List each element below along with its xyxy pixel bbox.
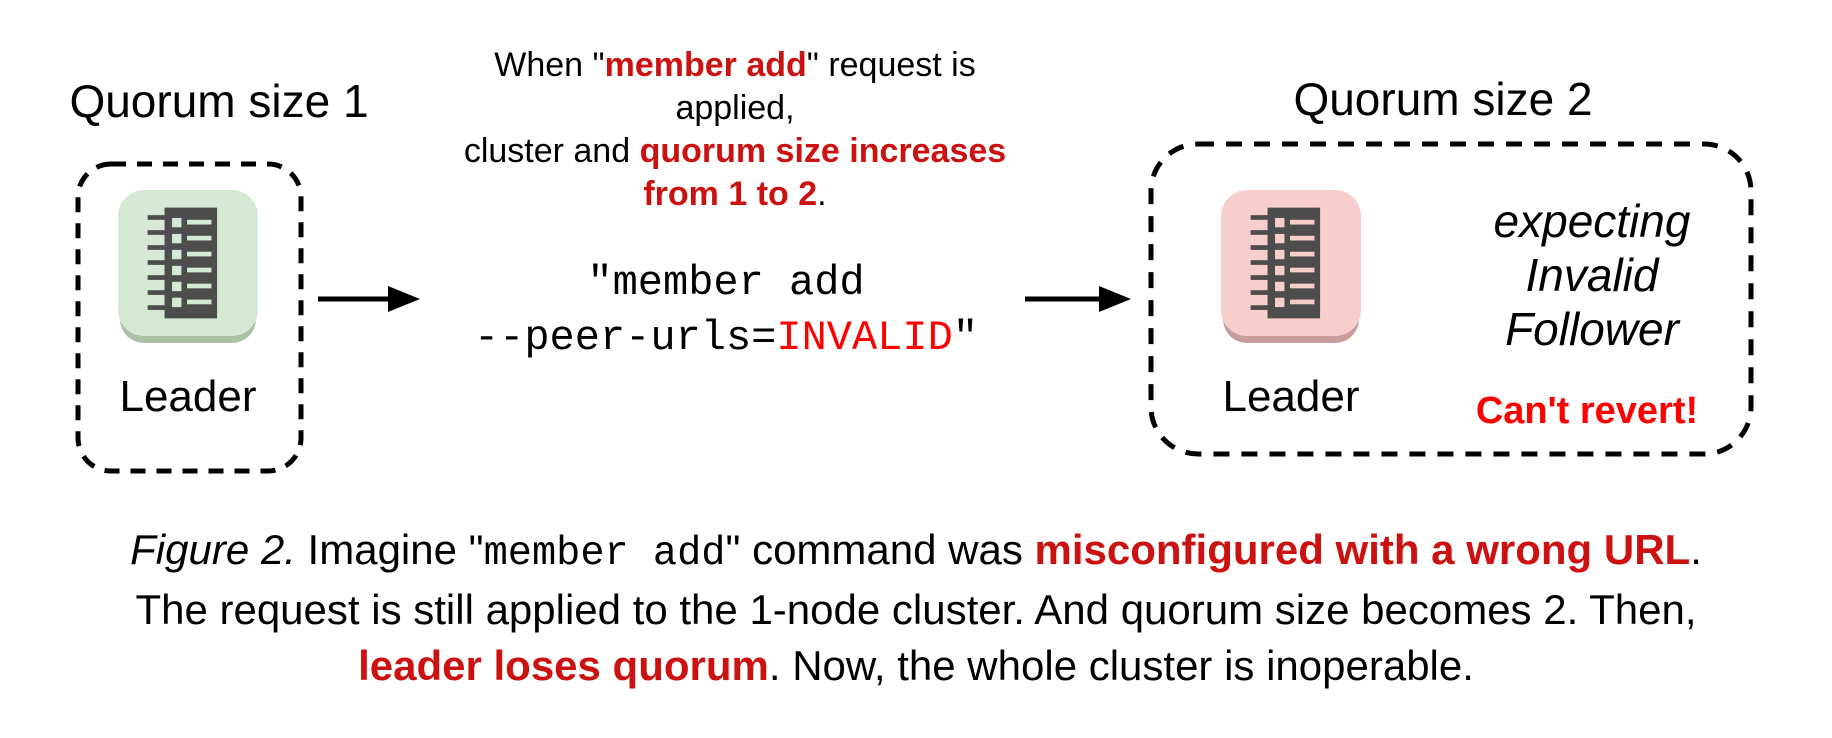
- server-log-icon: [1250, 207, 1321, 319]
- leader-node-green: [118, 190, 258, 336]
- figure-caption: Figure 2. Imagine "member add" command w…: [16, 522, 1816, 694]
- caption-line: leader loses quorum. Now, the whole clus…: [358, 642, 1474, 689]
- server-log-icon: [147, 207, 218, 319]
- annotation-line: When "member add" request is applied,: [494, 46, 976, 127]
- right-arrow-icon: [318, 286, 420, 312]
- caption-line: The request is still applied to the 1-no…: [135, 586, 1697, 633]
- left-leader-label: Leader: [119, 372, 257, 421]
- member-add-command: "member add --peer-urls=INVALID": [426, 256, 1026, 366]
- cant-revert-warning: Can't revert!: [1475, 390, 1699, 432]
- right-leader-label: Leader: [1222, 372, 1360, 421]
- expecting-line: Invalid: [1525, 249, 1659, 301]
- caption-line: Figure 2. Imagine "member add" command w…: [130, 526, 1702, 577]
- command-line: "member add: [587, 259, 865, 307]
- right-arrow-icon: [1025, 286, 1131, 312]
- annotation-line: cluster and quorum size increases: [463, 132, 1007, 170]
- left-cluster-title: Quorum size 1: [69, 75, 369, 127]
- member-add-annotation: When "member add" request is applied, cl…: [435, 44, 1035, 216]
- left-cluster-boundary: [75, 161, 304, 474]
- expecting-invalid-follower-note: expecting Invalid Follower: [1442, 194, 1742, 356]
- leader-node-pink: [1221, 190, 1361, 336]
- right-cluster-title: Quorum size 2: [1293, 73, 1593, 125]
- expecting-line: expecting: [1493, 195, 1691, 247]
- annotation-line: from 1 to 2.: [643, 175, 827, 213]
- right-cluster-boundary: [1148, 141, 1754, 457]
- command-line: --peer-urls=INVALID": [473, 314, 979, 362]
- expecting-line: Follower: [1505, 303, 1679, 355]
